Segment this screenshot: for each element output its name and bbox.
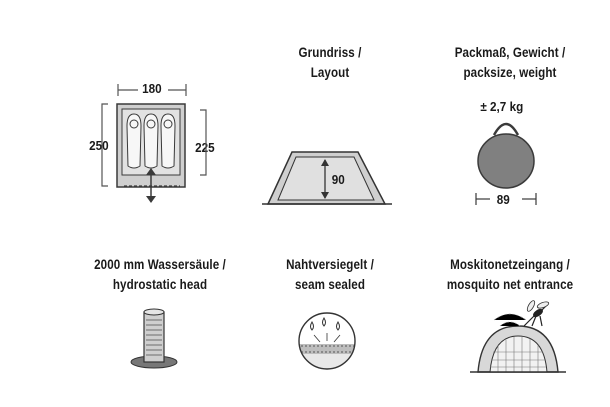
hydro-title: 2000 mm Wassersäule / hydrostatic head xyxy=(83,255,238,295)
layout-title-line2: Layout xyxy=(310,65,350,80)
floorplan-length-outer: 250 xyxy=(89,138,109,153)
layout-title-line1: Grundriss / xyxy=(298,45,362,60)
hydro-title-line1: 2000 mm Wassersäule / xyxy=(94,257,226,272)
mosquito-title-line1: Moskitonetzeingang / xyxy=(450,257,570,272)
pack-title-line2: packsize, weight xyxy=(463,65,557,80)
mosquito-title: Moskitonetzeingang / mosquito net entran… xyxy=(433,255,588,295)
seam-title: Nahtversiegelt / seam sealed xyxy=(261,255,399,295)
layout-title: Grundriss / Layout xyxy=(261,43,399,83)
layout-height: 90 xyxy=(331,172,345,187)
hydro-title-line2: hydrostatic head xyxy=(112,277,208,292)
floorplan-length-inner: 225 xyxy=(195,140,215,155)
pack-weight: ± 2,7 kg xyxy=(480,99,524,114)
floorplan-width: 180 xyxy=(142,81,162,96)
pack-title-line1: Packmaß, Gewicht / xyxy=(454,45,566,60)
mosquito-title-line2: mosquito net entrance xyxy=(446,277,574,292)
pack-title: Packmaß, Gewicht / packsize, weight xyxy=(437,43,583,83)
seam-title-line1: Nahtversiegelt / xyxy=(286,257,374,272)
pack-size: 89 xyxy=(496,192,510,207)
seam-title-line2: seam sealed xyxy=(294,277,366,292)
